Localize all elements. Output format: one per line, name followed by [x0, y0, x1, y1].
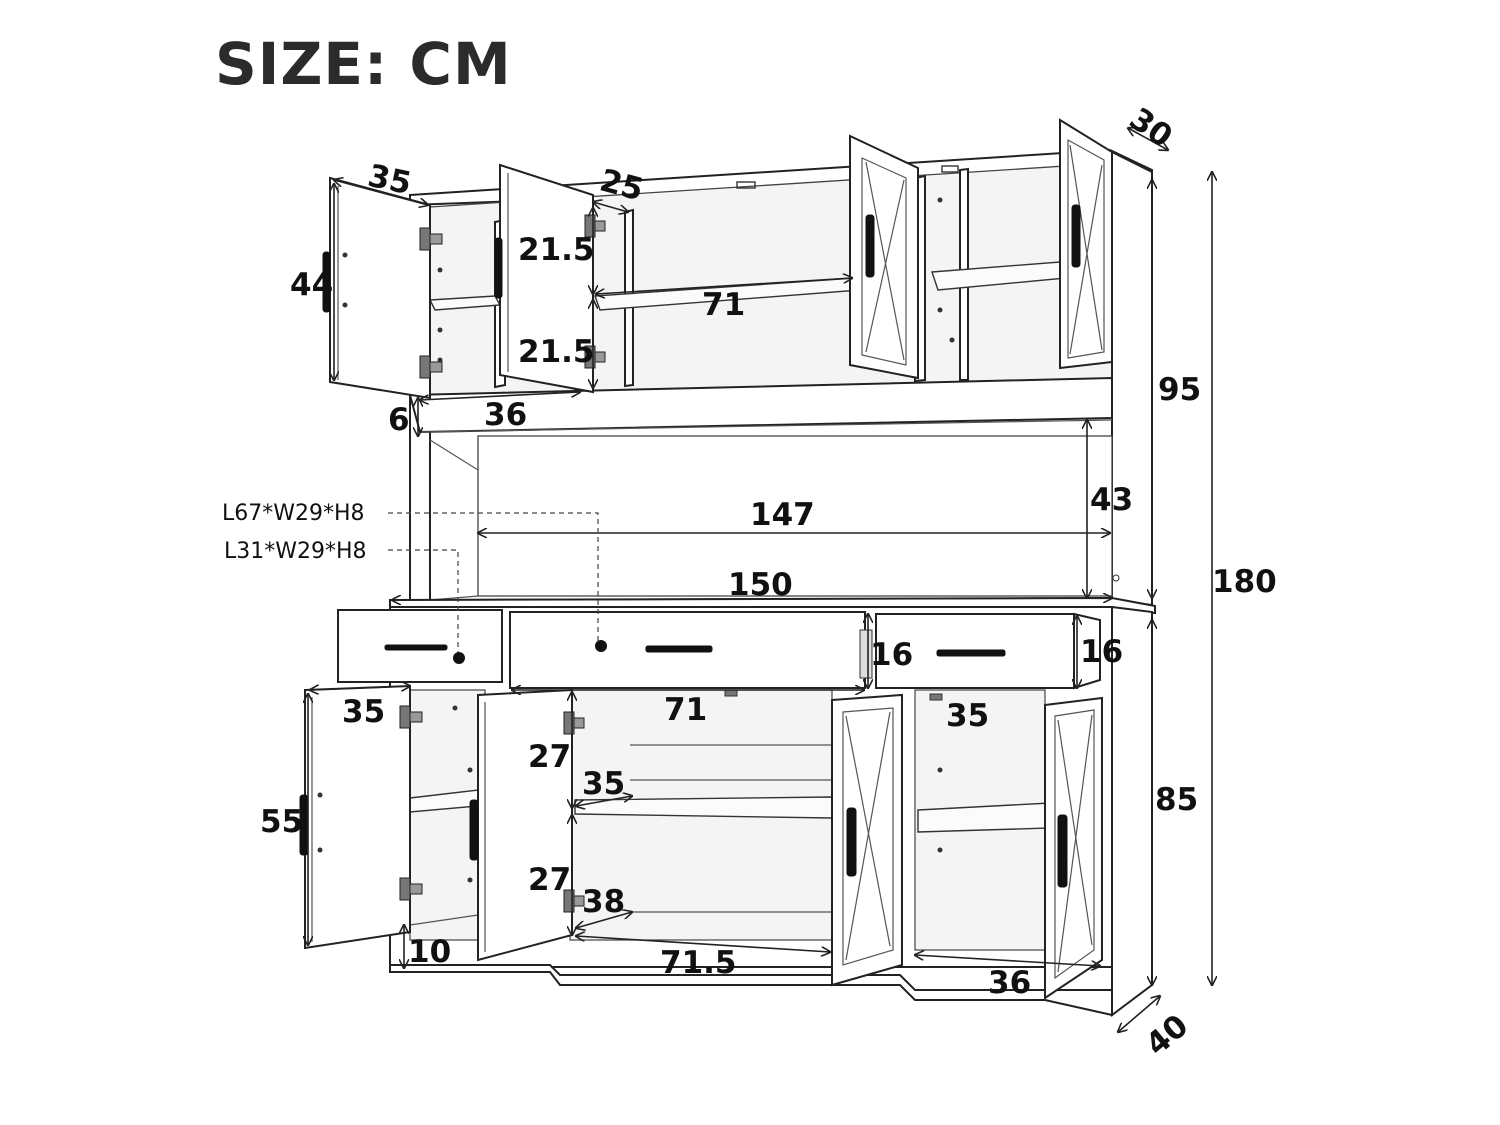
dim-low-door-width: 35	[342, 694, 385, 730]
hinge-icon	[419, 355, 443, 379]
dimension-lines	[308, 128, 1212, 1032]
dim-top-door-height: 44	[290, 267, 333, 303]
dim-low-mid-lower: 27	[528, 862, 571, 898]
drawer-middle[interactable]	[509, 611, 866, 689]
dim-base-depth: 40	[1139, 1008, 1195, 1063]
dim-lower-height: 85	[1155, 782, 1198, 818]
dim-upper-height: 95	[1158, 372, 1201, 408]
dim-gap-height: 6	[388, 402, 410, 438]
spec-drawer-large: L67*W29*H8	[222, 501, 365, 526]
dim-low-shelf-depth2: 38	[582, 884, 625, 920]
dim-low-center-width: 71	[664, 692, 707, 728]
dim-open-height: 43	[1090, 482, 1133, 518]
dim-low-right-bottom: 36	[988, 965, 1031, 1001]
dim-top-mid-lower: 21.5	[518, 334, 595, 370]
spec-drawer-small: L31*W29*H8	[224, 539, 367, 564]
page-title: SIZE: CM	[215, 30, 512, 98]
hinge-icon	[399, 877, 423, 901]
dim-low-door-height: 55	[260, 804, 303, 840]
dim-drawer-mid-height: 16	[870, 637, 913, 673]
dim-low-mid-upper: 27	[528, 739, 571, 775]
dimension-labels: L67*W29*H8 L31*W29*H8 35 44 25 21.5 21.5…	[222, 101, 1277, 1063]
dim-top-left-width: 36	[484, 397, 527, 433]
dim-low-shelf-depth1: 35	[582, 766, 625, 802]
dim-total-width: 150	[728, 567, 793, 603]
dim-drawer-right-height: 16	[1080, 634, 1123, 670]
hinge-icon	[419, 227, 443, 251]
dim-top-door-width: 35	[365, 158, 415, 202]
dim-base-height: 10	[408, 934, 451, 970]
dim-top-center-width: 71	[702, 287, 745, 323]
dim-inner-width: 147	[750, 497, 815, 533]
dim-low-bottom-width: 71.5	[660, 945, 737, 981]
drawer-left[interactable]	[337, 609, 503, 683]
dim-top-depth: 30	[1123, 101, 1179, 155]
dim-low-right-width: 35	[946, 698, 989, 734]
dim-total-height: 180	[1212, 564, 1277, 600]
hinge-icon	[399, 705, 423, 729]
dim-top-mid-upper: 21.5	[518, 232, 595, 268]
